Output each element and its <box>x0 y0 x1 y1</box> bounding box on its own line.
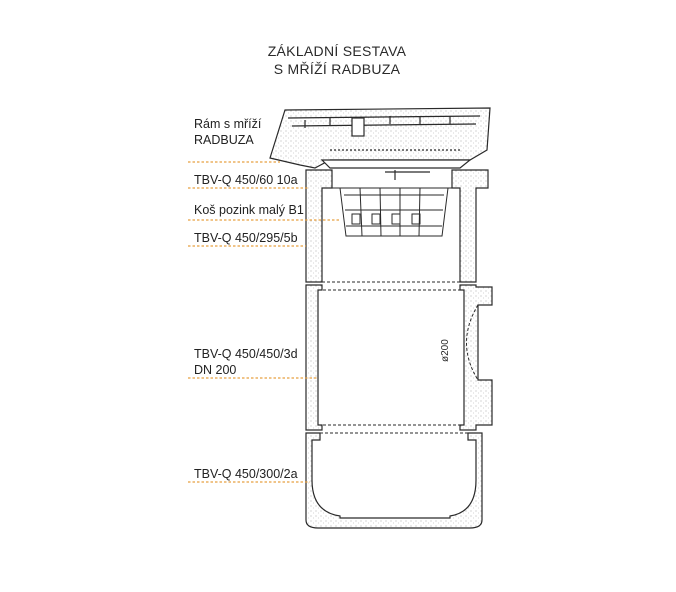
label-bottom-section: TBV-Q 450/300/2a <box>194 467 298 481</box>
shaft-right-wall <box>451 169 493 431</box>
label-ring-upper: TBV-Q 450/295/5b <box>194 231 298 245</box>
label-grate-frame-line-1: Rám s mříží <box>194 117 262 131</box>
basket <box>339 187 449 237</box>
label-ring-middle-line-1: TBV-Q 450/450/3d <box>194 347 298 361</box>
label-ring-middle-line-2: DN 200 <box>194 363 237 377</box>
diagram-title-line-2: S MŘÍŽÍ RADBUZA <box>273 61 401 77</box>
diagram-title-line-1: ZÁKLADNÍ SESTAVA <box>267 43 407 59</box>
leader-lines <box>188 161 340 483</box>
shaft-left-wall <box>305 169 483 529</box>
label-basket: Koš pozink malý B1 <box>194 203 304 217</box>
outlet-dn200 <box>466 304 479 381</box>
label-grate-frame-line-2: RADBUZA <box>194 133 254 147</box>
label-ring-top: TBV-Q 450/60 10a <box>194 173 298 187</box>
grate-frame <box>269 107 491 180</box>
outlet-diameter-label: ø200 <box>440 339 451 362</box>
